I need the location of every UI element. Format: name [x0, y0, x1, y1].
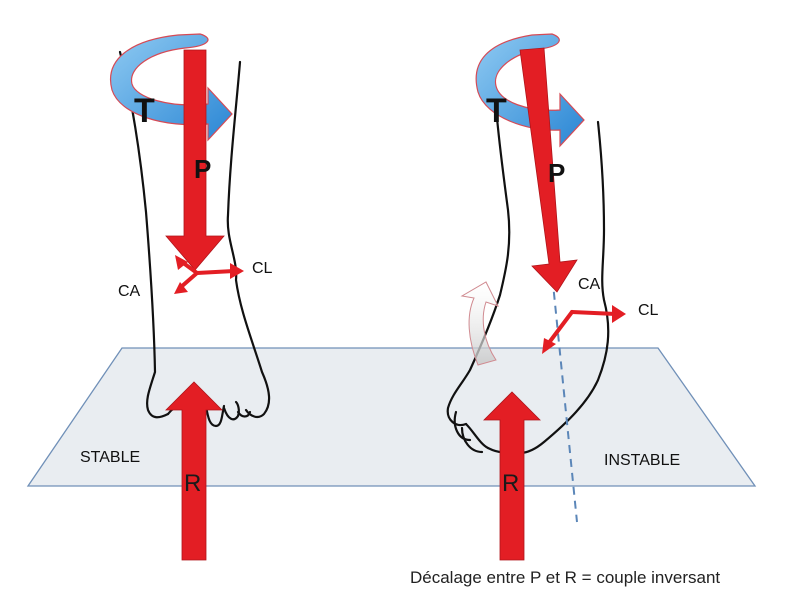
right-r-arrow — [483, 391, 541, 561]
right-torque-label: T — [486, 92, 507, 130]
right-rotation-arrow — [460, 281, 499, 366]
right-weight-label: P — [548, 158, 566, 188]
right-p-arrow — [519, 47, 578, 293]
left-weight-label: P — [194, 154, 212, 184]
instable-label: INSTABLE — [604, 452, 681, 469]
right-lateral-ligament-label: CL — [638, 302, 659, 319]
right-medial-ligament-label: CA — [578, 276, 601, 293]
right-foot — [446, 116, 610, 454]
left-lateral-ligament-label: CL — [252, 260, 273, 277]
left-ligament-arrows — [174, 255, 244, 294]
caption: Décalage entre P et R = couple inversant — [410, 568, 721, 587]
left-torque-arrow — [110, 33, 233, 142]
right-reaction-label: R — [502, 470, 520, 497]
stable-label: STABLE — [80, 449, 141, 466]
left-reaction-label: R — [184, 470, 202, 497]
left-r-arrow — [165, 381, 223, 561]
left-torque-label: T — [134, 92, 155, 130]
left-medial-ligament-label: CA — [118, 283, 141, 300]
right-ligament-arrows — [542, 305, 626, 354]
left-p-arrow — [165, 49, 225, 271]
